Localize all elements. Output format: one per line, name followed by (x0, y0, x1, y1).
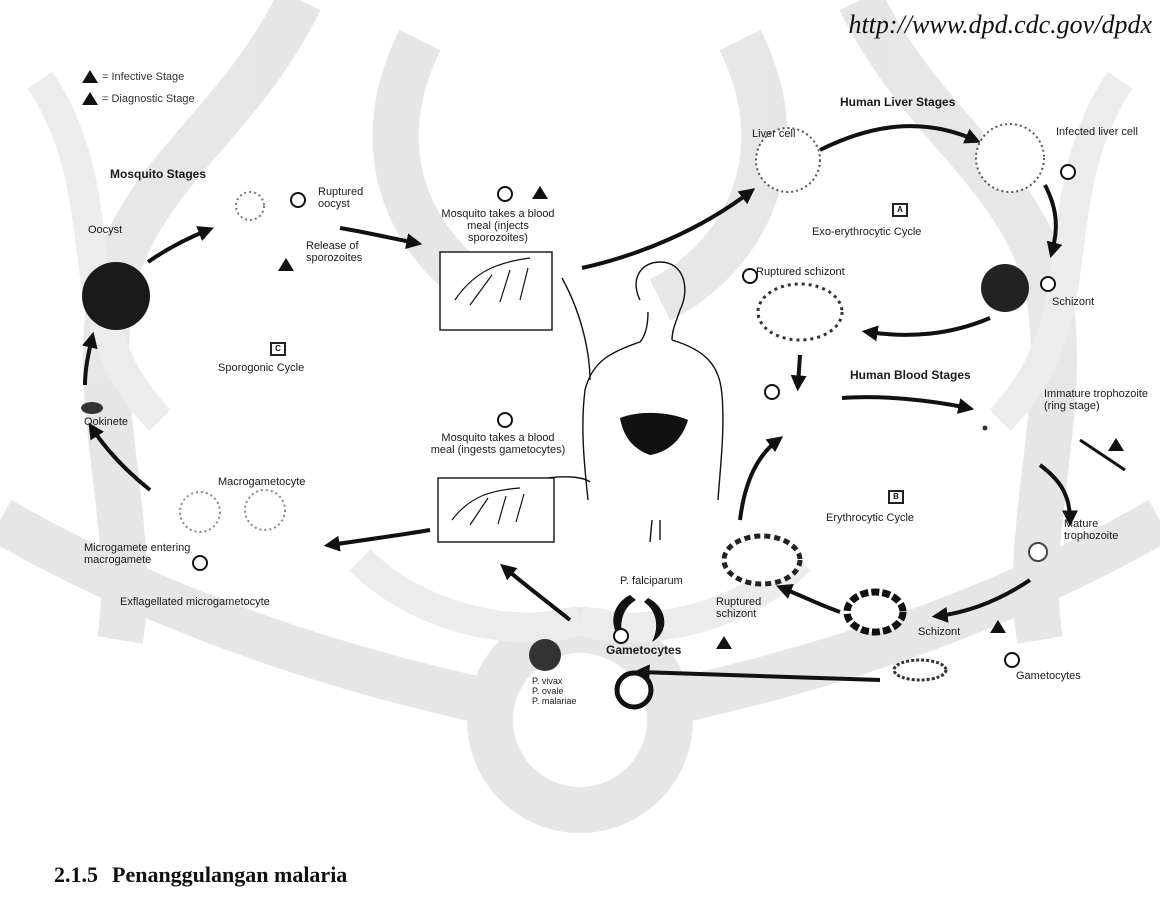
falciparum-gametocyte-male (644, 598, 664, 642)
ruptured-blood-schizont-label: Ruptured schizont (716, 596, 796, 620)
mature-trophozoite (1029, 543, 1047, 561)
ring-trophozoite (983, 426, 988, 431)
step-10-marker-icon (192, 555, 208, 571)
step-11-marker-icon (290, 192, 306, 208)
diagnostic-ring-icon (1108, 438, 1124, 451)
infective-sporozoite-icon (278, 258, 294, 271)
mosquito-meal-1-label: Mosquito takes a blood meal (injects spo… (438, 208, 558, 244)
mosquito-meal-2-label: Mosquito takes a blood meal (ingests gam… (428, 432, 568, 456)
step-7-marker-icon (1004, 652, 1020, 668)
gametocytes-center-label: Gametocytes (606, 644, 681, 656)
arrow-gametocytes-left (640, 672, 880, 680)
mosquito-box-top (440, 252, 552, 330)
p-falciparum-label: P. falciparum (620, 575, 683, 587)
arrow-mosquito-liver (582, 192, 750, 268)
mature-trophozoite-label: Mature trophozoite (1064, 518, 1154, 542)
exflagellated-label: Exflagellated microgametocyte (120, 596, 280, 608)
arrow-infect-schizont (1045, 185, 1056, 252)
arrow-ruptured-down (798, 355, 800, 385)
arrow-ookinete-oocyst (85, 338, 92, 385)
legend-infective: = Infective Stage (82, 70, 184, 83)
blood-stages-title: Human Blood Stages (850, 369, 971, 381)
step-1-marker-icon (497, 186, 513, 202)
step-5-marker-icon (764, 384, 780, 400)
human-liver (620, 413, 688, 455)
diagnostic-gametocyte-icon (716, 636, 732, 649)
legend-diagnostic: = Diagnostic Stage (82, 92, 195, 105)
ruptured-liver-schizont (758, 284, 842, 340)
microgamete-label: Microgamete entering macrogamete (84, 542, 194, 566)
exo-cycle-label: Exo-erythrocytic Cycle (812, 226, 921, 238)
p-species-label: P. vivax P. ovale P. malariae (532, 676, 576, 706)
mosquito-box-bottom (438, 478, 554, 542)
human-figure (548, 262, 723, 542)
ruptured-oocyst (236, 192, 264, 220)
ookinete (81, 402, 103, 414)
arrow-ring-mature (1040, 465, 1070, 520)
arrow-schizont-ruptured (868, 318, 990, 335)
liver-schizont-label: Schizont (1052, 296, 1094, 308)
section-heading: 2.1.5 Penanggulangan malaria (54, 862, 361, 888)
release-sporozoites-label: Release of sporozoites (306, 240, 396, 264)
microgamete-cell (180, 492, 220, 532)
diagnostic-triangle-icon (82, 92, 98, 105)
blood-schizont (847, 592, 903, 632)
liver-cell-label: Liver cell (752, 128, 795, 140)
source-url: http://www.dpd.cdc.gov/dpdx (848, 10, 1152, 40)
arrow-mosquito-left (330, 530, 430, 545)
macrogametocyte-cell (245, 490, 285, 530)
ruptured-oocyst-label: Ruptured oocyst (318, 186, 398, 210)
cycle-box-a-icon: A (892, 203, 908, 217)
step-7b-marker-icon (613, 628, 629, 644)
infected-liver-cell-label: Infected liver cell (1056, 126, 1146, 138)
species-gametocyte-male (617, 673, 651, 707)
step-4-marker-icon (742, 268, 758, 284)
step-8-marker-icon (497, 412, 513, 428)
erythrocytic-cycle-label: Erythrocytic Cycle (826, 512, 914, 524)
species-gametocyte-female (529, 639, 561, 671)
blood-schizont-label: Schizont (918, 626, 960, 638)
step-2-marker-icon (1060, 164, 1076, 180)
cycle-box-b-icon: B (888, 490, 904, 504)
infective-stage-icon (532, 186, 548, 199)
diagnostic-schizont-icon (990, 620, 1006, 633)
infective-triangle-icon (82, 70, 98, 83)
arrow-center-to-mosquito (505, 568, 570, 620)
liver-schizont (981, 264, 1029, 312)
oocyst-label: Oocyst (88, 224, 122, 236)
section-number: 2.1.5 (54, 862, 98, 887)
liver-stages-title: Human Liver Stages (840, 96, 955, 108)
arrow-blood-ring (842, 397, 968, 408)
mosquito-stages-title: Mosquito Stages (110, 168, 206, 180)
section-title: Penanggulangan malaria (112, 862, 347, 887)
arrow-oocyst-rupture (148, 230, 208, 262)
oocyst (82, 262, 150, 330)
infected-liver-cell (976, 124, 1044, 192)
arrow-mature-schizont (938, 580, 1030, 616)
immature-trophozoite-label: Immature trophozoite (ring stage) (1044, 388, 1154, 412)
arrow-liver-infect (820, 126, 975, 150)
ruptured-liver-schizont-label: Ruptured schizont (756, 266, 845, 278)
step-3-marker-icon (1040, 276, 1056, 292)
cycle-box-c-icon: C (270, 342, 286, 356)
gametocytes-right-label: Gametocytes (1016, 670, 1081, 682)
arrow-ruptured-up (740, 440, 778, 520)
macrogametocyte-label: Macrogametocyte (218, 476, 305, 488)
gametocytes-right (894, 660, 946, 680)
ruptured-blood-schizont (724, 536, 800, 584)
sporogonic-cycle-label: Sporogonic Cycle (218, 362, 304, 374)
ookinete-label: Ookinete (84, 416, 128, 428)
arrow-micro-ookinete (92, 428, 150, 490)
